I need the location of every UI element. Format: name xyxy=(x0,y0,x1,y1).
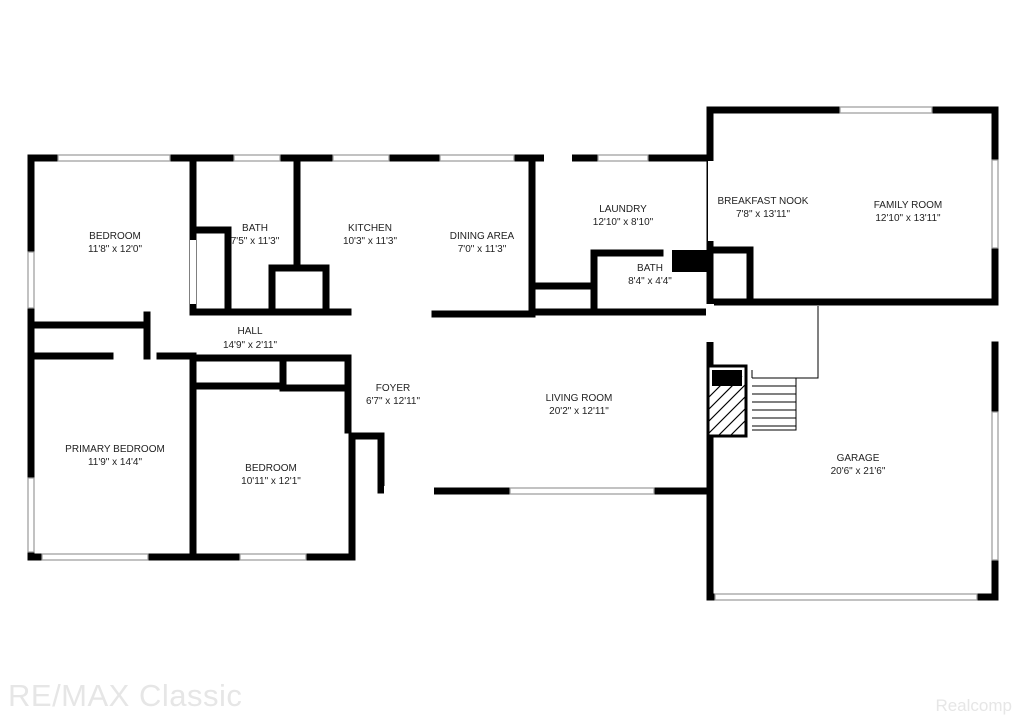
room-name: FOYER xyxy=(376,383,410,394)
garage-stairs xyxy=(751,306,819,431)
room-bath-2: BATH 8'4" x 4'4" xyxy=(628,263,672,287)
room-labels: BEDROOM 11'8" x 12'0" BATH 7'5" x 11'3" … xyxy=(65,196,942,487)
room-bath-1: BATH 7'5" x 11'3" xyxy=(231,223,280,247)
room-dimensions: 20'2" x 12'11" xyxy=(549,406,609,417)
room-name: BEDROOM xyxy=(89,231,141,242)
fireplace xyxy=(706,364,748,438)
room-dimensions: 8'4" x 4'4" xyxy=(628,276,672,287)
room-name: BATH xyxy=(637,263,663,274)
room-name: FAMILY ROOM xyxy=(874,200,943,211)
room-hall: HALL 14'9" x 2'11" xyxy=(223,326,278,351)
room-garage: GARAGE 20'6" x 21'6" xyxy=(831,453,886,477)
room-name: KITCHEN xyxy=(348,223,392,234)
room-name: PRIMARY BEDROOM xyxy=(65,444,165,455)
room-dimensions: 12'10" x 13'11" xyxy=(875,213,941,224)
room-dimensions: 20'6" x 21'6" xyxy=(831,466,886,477)
remax-watermark: RE/MAX Classic xyxy=(8,678,243,713)
room-dimensions: 12'10" x 8'10" xyxy=(593,217,654,228)
room-dimensions: 7'5" x 11'3" xyxy=(231,236,280,247)
room-name: BEDROOM xyxy=(245,463,297,474)
room-dimensions: 10'11" x 12'1" xyxy=(241,476,301,487)
room-dimensions: 14'9" x 2'11" xyxy=(223,340,278,351)
room-dimensions: 7'0" x 11'3" xyxy=(458,244,507,255)
room-bedroom-2: BEDROOM 10'11" x 12'1" xyxy=(241,463,301,487)
room-laundry: LAUNDRY 12'10" x 8'10" xyxy=(593,204,654,228)
room-dimensions: 7'8" x 13'11" xyxy=(736,209,791,220)
room-dimensions: 6'7" x 12'11" xyxy=(366,396,421,407)
room-name: BATH xyxy=(242,223,268,234)
walls xyxy=(27,106,999,601)
room-bedroom-1: BEDROOM 11'8" x 12'0" xyxy=(88,231,143,255)
room-name: LAUNDRY xyxy=(599,204,647,215)
room-name: HALL xyxy=(237,326,262,337)
windows xyxy=(27,106,999,601)
room-breakfast-nook: BREAKFAST NOOK 7'8" x 13'11" xyxy=(718,196,809,220)
door-openings xyxy=(190,154,714,496)
room-primary-bedroom: PRIMARY BEDROOM 11'9" x 14'4" xyxy=(65,444,165,468)
room-dimensions: 11'8" x 12'0" xyxy=(88,244,143,255)
room-name: GARAGE xyxy=(837,453,880,464)
room-name: LIVING ROOM xyxy=(546,393,613,404)
bath-vent-block xyxy=(672,250,708,272)
room-dimensions: 10'3" x 11'3" xyxy=(343,236,398,247)
realcomp-watermark: Realcomp xyxy=(935,696,1012,715)
room-dimensions: 11'9" x 14'4" xyxy=(88,457,143,468)
room-kitchen: KITCHEN 10'3" x 11'3" xyxy=(343,223,398,247)
room-name: BREAKFAST NOOK xyxy=(718,196,809,207)
room-name: DINING AREA xyxy=(450,231,515,242)
room-dining-area: DINING AREA 7'0" x 11'3" xyxy=(450,231,515,255)
room-living-room: LIVING ROOM 20'2" x 12'11" xyxy=(546,393,613,417)
room-foyer: FOYER 6'7" x 12'11" xyxy=(366,383,421,407)
room-family-room: FAMILY ROOM 12'10" x 13'11" xyxy=(874,200,943,224)
